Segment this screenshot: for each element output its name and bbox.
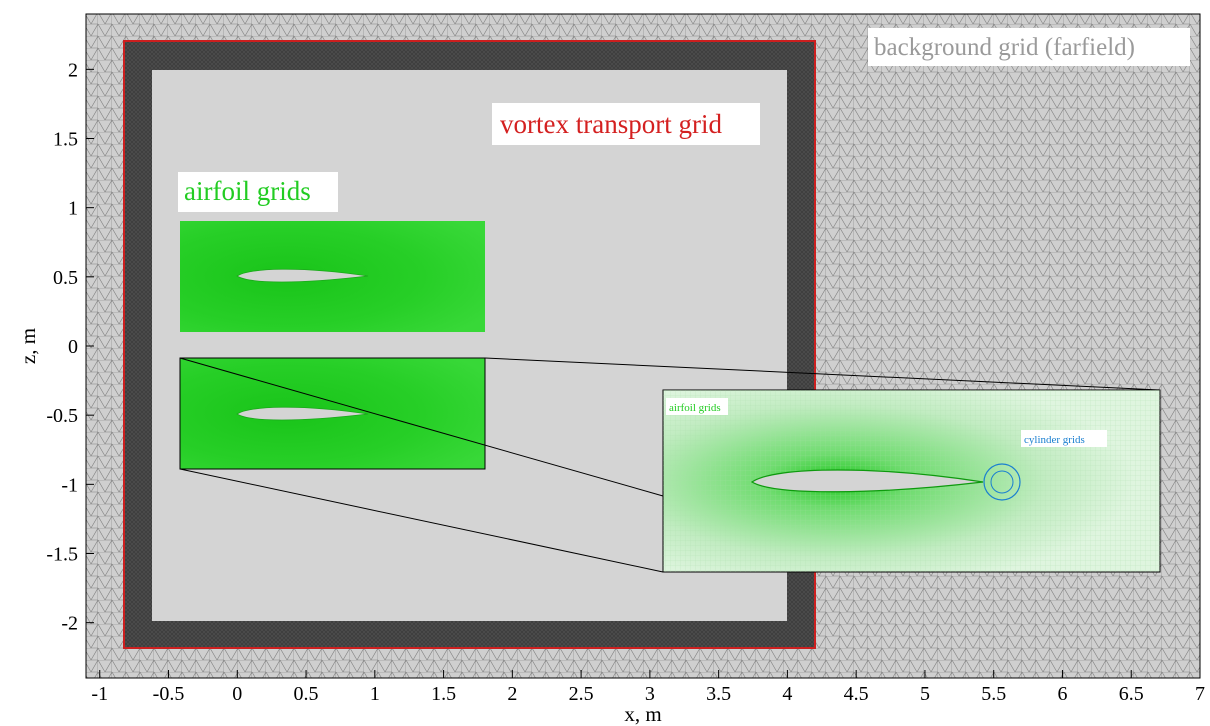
zoom-inset: airfoil grids cylinder grids — [662, 389, 1161, 573]
zoom-connector-top-right — [484, 357, 1161, 391]
x-axis: -1 -0.5 0 0.5 1 1.5 2 2.5 3 3.5 4 4.5 5 5.5 6 6.5 7 — [91, 670, 1205, 705]
x-tick-label: -0.5 — [153, 683, 185, 705]
x-tick-label: 0.5 — [294, 683, 319, 705]
vortex-grid-label: vortex transport grid — [500, 109, 722, 139]
cylinder-grid-outer — [983, 463, 1021, 501]
y-tick-label: -2 — [61, 613, 78, 635]
x-tick-label: 2.5 — [569, 683, 594, 705]
x-tick-label: 4.5 — [844, 683, 869, 705]
zoom-connector-top — [179, 357, 664, 497]
x-tick-label: 1 — [370, 683, 380, 705]
x-tick-label: 3 — [645, 683, 655, 705]
inset-airfoil-label: airfoil grids — [669, 402, 721, 414]
x-axis-label: x, m — [624, 702, 661, 726]
x-tick-label: 5.5 — [981, 683, 1006, 705]
x-tick-label: 4 — [782, 683, 792, 705]
y-tick-label: 1.5 — [53, 129, 78, 151]
x-tick-label: 0 — [232, 683, 242, 705]
x-tick-label: 3.5 — [706, 683, 731, 705]
y-tick-label: -0.5 — [46, 405, 78, 427]
inset-cylinder-label: cylinder grids — [1024, 434, 1085, 446]
x-tick-label: -1 — [91, 683, 108, 705]
y-tick-label: 1 — [68, 198, 78, 220]
airfoil-shape-upper — [236, 268, 369, 283]
y-axis-label: z, m — [16, 328, 40, 364]
y-axis: 2 1.5 1 0.5 0 -0.5 -1 -1.5 -2 — [46, 59, 94, 635]
x-tick-label: 7 — [1195, 683, 1205, 705]
x-tick-label: 6.5 — [1119, 683, 1144, 705]
inset-airfoil-shape — [750, 469, 984, 493]
y-tick-label: 0.5 — [53, 267, 78, 289]
cylinder-grid-inner — [990, 470, 1014, 494]
x-tick-label: 2 — [507, 683, 517, 705]
y-tick-label: 0 — [68, 336, 78, 358]
y-tick-label: 2 — [68, 59, 78, 81]
x-tick-label: 5 — [920, 683, 930, 705]
airfoil-grid-label: airfoil grids — [184, 176, 311, 206]
airfoil-shape-lower — [236, 406, 369, 421]
background-grid-label: background grid (farfield) — [874, 34, 1135, 61]
x-tick-label: 1.5 — [431, 683, 456, 705]
y-tick-label: -1.5 — [46, 544, 78, 566]
x-tick-label: 6 — [1057, 683, 1067, 705]
zoom-connector-bottom — [179, 468, 664, 573]
y-tick-label: -1 — [61, 474, 78, 496]
